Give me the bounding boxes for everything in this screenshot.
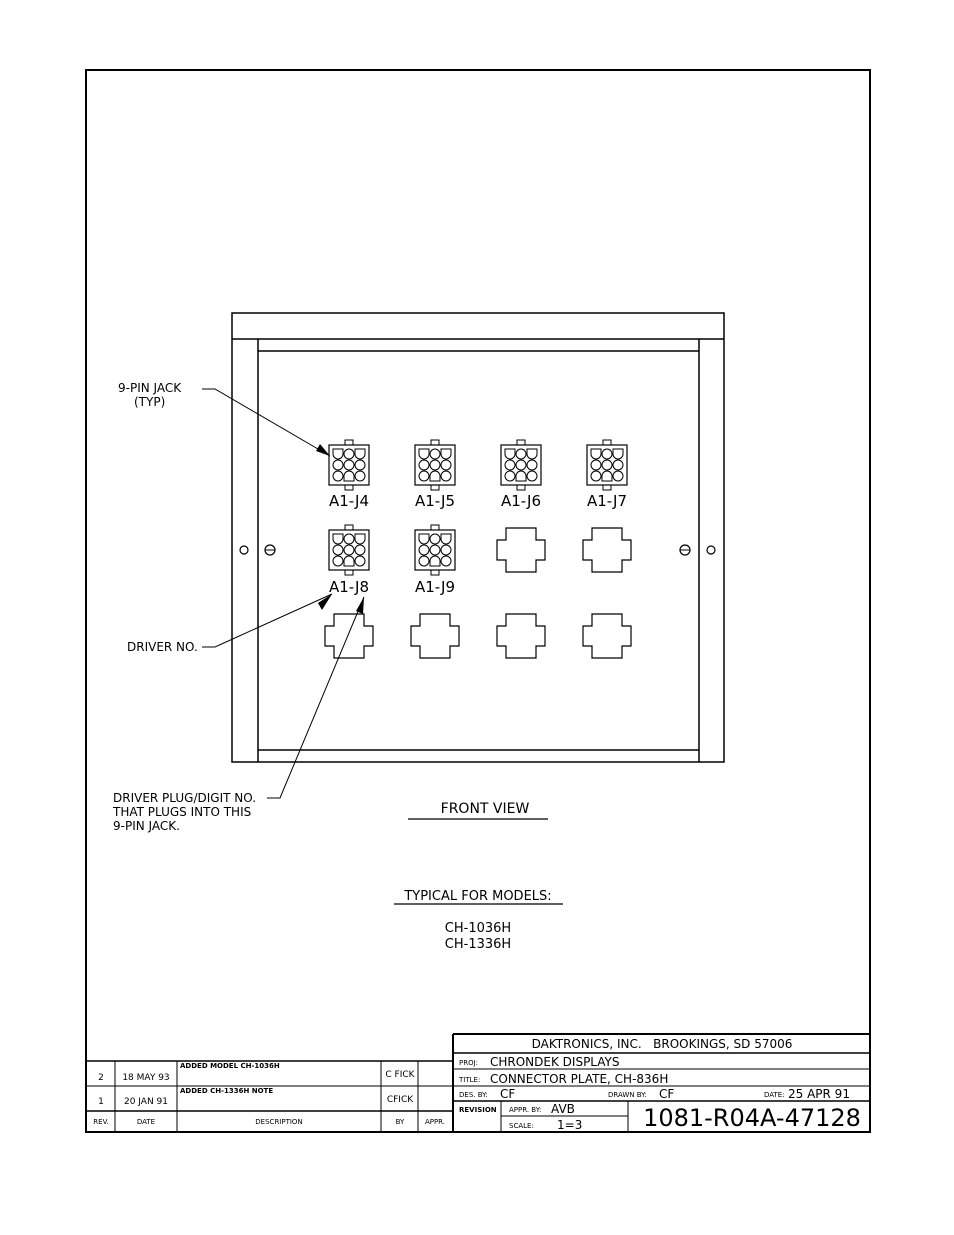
screw-right [679, 544, 691, 556]
jack-label-a1-j6: A1-J6 [501, 492, 541, 510]
connector-plate [231, 312, 725, 763]
jack-label-a1-j8: A1-J8 [329, 578, 369, 596]
jack-a1-j4 [328, 439, 370, 491]
callout-jack-leader [202, 388, 331, 457]
rev-row-2-date: 18 MAY 93 [122, 1073, 169, 1083]
jack-a1-j6 [500, 439, 542, 491]
rev-row-1-date: 20 JAN 91 [124, 1097, 168, 1107]
connector-cutout [582, 613, 632, 659]
models-heading: TYPICAL FOR MODELS: [403, 889, 551, 904]
callout-plug-line2: THAT PLUGS INTO THIS [112, 805, 251, 819]
callout-driver-no: DRIVER NO. [127, 640, 198, 654]
company-name: DAKTRONICS, INC. BROOKINGS, SD 57006 [532, 1037, 793, 1051]
jack-a1-j7 [586, 439, 628, 491]
title-label: TITLE: [458, 1076, 480, 1084]
des-by-label: DES. BY: [459, 1091, 488, 1099]
jack-label-a1-j5: A1-J5 [415, 492, 455, 510]
rev-row-2-rev: 2 [98, 1073, 104, 1083]
jack-group [324, 439, 632, 659]
revision-label: REVISION [459, 1106, 497, 1114]
jack-a1-j9 [414, 524, 456, 576]
callout-plug-leader [267, 596, 365, 799]
connector-cutout [496, 527, 546, 573]
jack-a1-j8 [328, 524, 370, 576]
rev-row-1-description: ADDED CH-1336H NOTE [180, 1087, 273, 1095]
proj-label: PROJ: [459, 1059, 478, 1067]
rev-header-description: DESCRIPTION [255, 1118, 302, 1126]
appr-by-label: APPR. BY: [509, 1106, 541, 1114]
jack-a1-j5 [414, 439, 456, 491]
jack-label-a1-j9: A1-J9 [415, 578, 455, 596]
front-view-title: FRONT VIEW [441, 801, 530, 817]
rev-row-2-by: C FICK [385, 1070, 415, 1080]
des-by-value: CF [500, 1087, 515, 1101]
date-value: 25 APR 91 [788, 1087, 850, 1101]
rev-row-2-description: ADDED MODEL CH-1036H [180, 1062, 280, 1070]
title-value: CONNECTOR PLATE, CH-836H [490, 1072, 668, 1086]
drawn-by-label: DRAWN BY: [608, 1091, 647, 1099]
callout-jack-line1: 9-PIN JACK [118, 381, 182, 395]
callout-plug-line3: 9-PIN JACK. [113, 819, 180, 833]
rev-row-1-by: CFICK [387, 1095, 414, 1105]
rev-header-by: BY [396, 1118, 405, 1126]
screw-left [264, 544, 276, 556]
rev-header-appr: APPR. [425, 1118, 445, 1126]
rev-header-rev: REV. [93, 1118, 108, 1126]
jack-label-a1-j4: A1-J4 [329, 492, 369, 510]
sheet-border [85, 69, 871, 1133]
revision-block [86, 1034, 454, 1132]
connector-cutout [496, 613, 546, 659]
drawing-number: 1081-R04A-47128 [643, 1104, 861, 1132]
connector-cutout [582, 527, 632, 573]
mounting-hole-right [706, 545, 716, 555]
rev-header-date: DATE [137, 1118, 155, 1126]
scale-value: 1=3 [557, 1118, 582, 1132]
callout-jack-line2: (TYP) [134, 395, 165, 409]
rev-row-1-rev: 1 [98, 1097, 104, 1107]
title-block [453, 1033, 870, 1132]
model-ch-1336h: CH-1336H [445, 937, 511, 952]
callout-plug-line1: DRIVER PLUG/DIGIT NO. [113, 791, 256, 805]
model-ch-1036h: CH-1036H [445, 921, 511, 936]
connector-cutout [410, 613, 460, 659]
connector-cutout [324, 613, 374, 659]
callout-driver-leader [202, 593, 333, 648]
jack-label-a1-j7: A1-J7 [587, 492, 627, 510]
scale-label: SCALE: [509, 1122, 534, 1130]
date-label: DATE: [764, 1091, 785, 1099]
drawn-by-value: CF [659, 1087, 674, 1101]
proj-value: CHRONDEK DISPLAYS [490, 1055, 620, 1069]
mounting-hole-left [239, 545, 249, 555]
appr-by-value: AVB [551, 1102, 575, 1116]
